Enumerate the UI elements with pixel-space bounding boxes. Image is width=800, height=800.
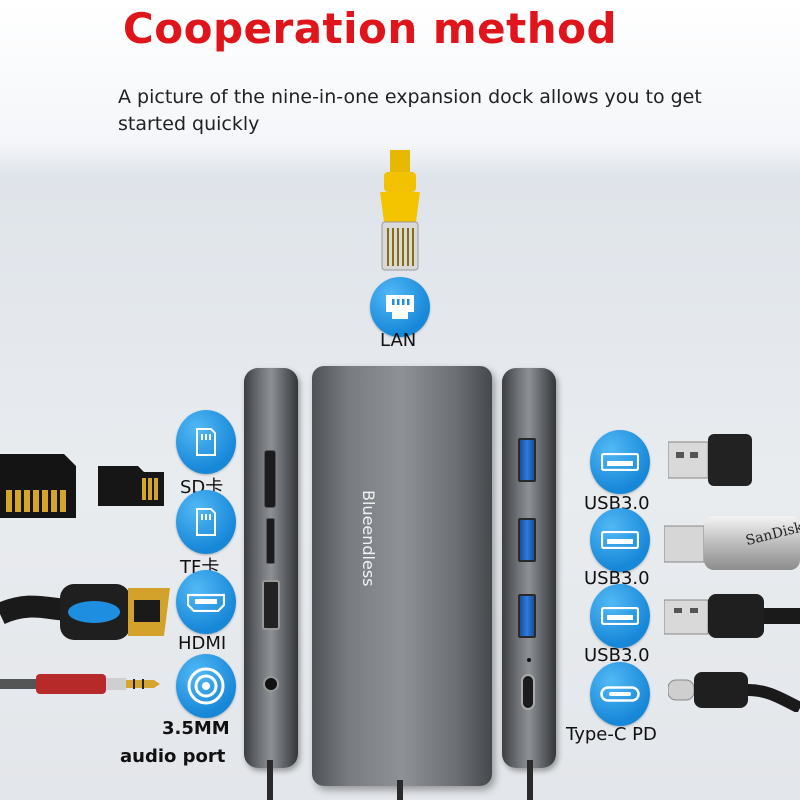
dock-center-body: Blueendless <box>312 366 492 786</box>
audio-label-line2: audio port <box>120 746 226 767</box>
hdmi-cable-image <box>0 584 170 640</box>
usb-label-3: USB3.0 <box>584 645 650 666</box>
usb-label-2: USB3.0 <box>584 568 650 589</box>
audio-jack-icon <box>176 654 236 718</box>
typec-port <box>521 674 535 710</box>
page-title: Cooperation method <box>122 4 618 53</box>
typec-icon <box>590 662 650 726</box>
tf-card-image <box>98 466 164 506</box>
lan-label: LAN <box>380 330 417 351</box>
usb-port-3 <box>518 594 536 638</box>
usb-icon-1 <box>590 430 650 494</box>
audio-label-line1: 3.5MM <box>162 718 230 739</box>
audio-jack <box>263 676 279 692</box>
dock-cable <box>267 760 533 800</box>
sd-card-image <box>0 454 76 518</box>
dock-right-bar <box>502 368 556 768</box>
usb-icon-2 <box>590 508 650 572</box>
dock-left-bar <box>244 368 298 768</box>
hdmi-label: HDMI <box>178 633 227 654</box>
audio-cable-image <box>0 674 160 694</box>
sd-slot <box>264 450 276 508</box>
typec-label: Type-C PD <box>566 724 657 745</box>
usb-a-cable-image <box>664 594 800 638</box>
usb-port-2 <box>518 518 536 562</box>
usb-receiver-image <box>668 434 752 486</box>
typec-cable-image <box>668 672 800 712</box>
lan-icon <box>370 277 430 337</box>
sd-card-icon <box>176 410 236 474</box>
hdmi-port <box>262 580 280 630</box>
usb-label-1: USB3.0 <box>584 493 650 514</box>
usb-port-1 <box>518 438 536 482</box>
tf-card-icon <box>176 490 236 554</box>
tf-slot <box>266 518 275 564</box>
usb-icon-3 <box>590 584 650 648</box>
dock-brand-text: Blueendless <box>359 490 378 587</box>
page-subtitle: A picture of the nine-in-one expansion d… <box>118 86 702 135</box>
flash-drive-image: SanDisk <box>664 516 800 570</box>
hdmi-icon <box>176 570 236 634</box>
ethernet-cable-image <box>380 150 420 271</box>
led-indicator <box>527 658 531 662</box>
